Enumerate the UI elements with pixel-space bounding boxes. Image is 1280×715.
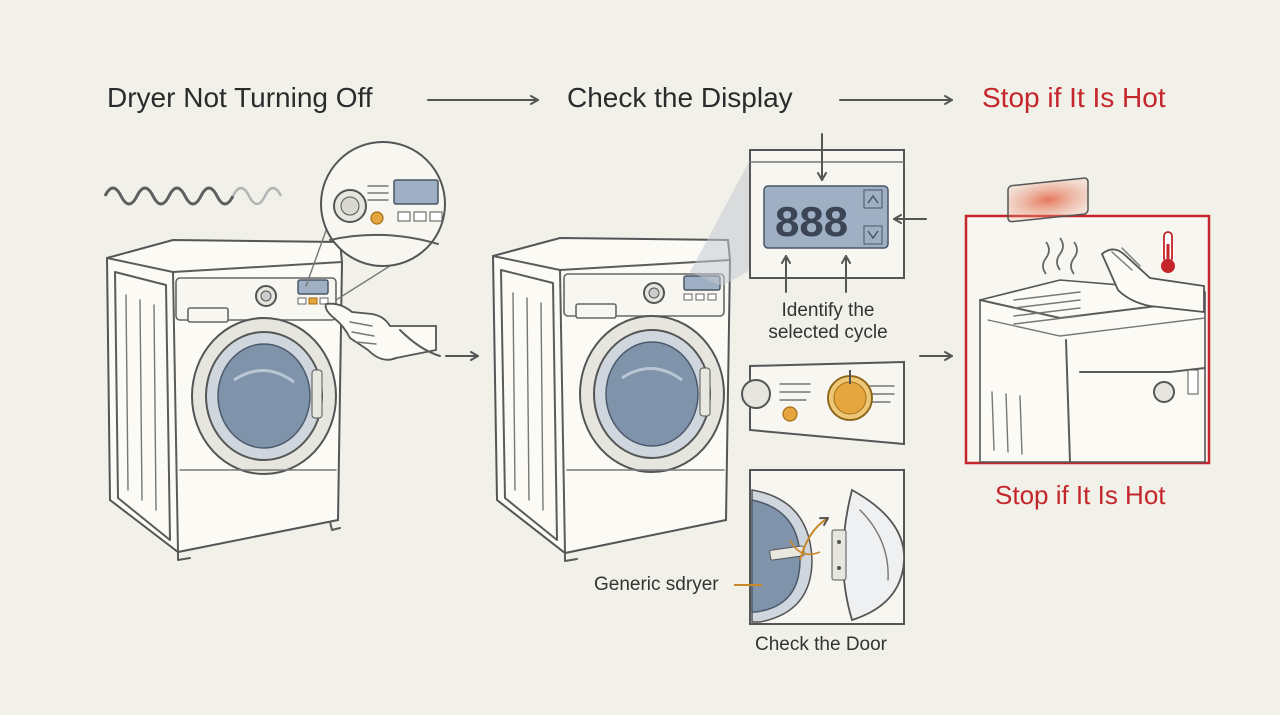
identify-cycle-callout: Identify the selected cycle bbox=[748, 300, 908, 344]
identify-line-1: Identify the bbox=[781, 300, 875, 321]
hand-touch-icon bbox=[1100, 247, 1205, 314]
knob-zoom-panel bbox=[741, 360, 905, 446]
hand-pointer-icon bbox=[324, 302, 441, 361]
door-zoom-panel bbox=[734, 469, 905, 625]
identify-line-2: selected cycle bbox=[768, 322, 888, 343]
step-title-stop-if-hot: Stop if It Is Hot bbox=[982, 82, 1166, 113]
dryer-illustration-2 bbox=[491, 236, 732, 562]
heat-waves-icon bbox=[1042, 237, 1078, 275]
step-title-dryer-not-turning-off: Dryer Not Turning Off bbox=[107, 82, 373, 113]
hot-caption: Stop if It Is Hot bbox=[995, 480, 1166, 510]
vibration-wave-icon bbox=[103, 186, 283, 206]
generic-dryer-label: Generic sdryer bbox=[594, 574, 719, 595]
thermometer-icon bbox=[1161, 231, 1175, 273]
zoom-beam bbox=[690, 160, 750, 286]
panel-zoom-bubble bbox=[305, 141, 446, 301]
display-digits: 888 bbox=[774, 200, 848, 250]
hot-warning-panel bbox=[964, 177, 1211, 465]
step-title-check-display: Check the Display bbox=[567, 82, 793, 113]
check-door-label: Check the Door bbox=[755, 634, 888, 655]
dryer-illustration-1 bbox=[105, 238, 344, 561]
display-zoom-panel: 888 bbox=[749, 133, 927, 293]
